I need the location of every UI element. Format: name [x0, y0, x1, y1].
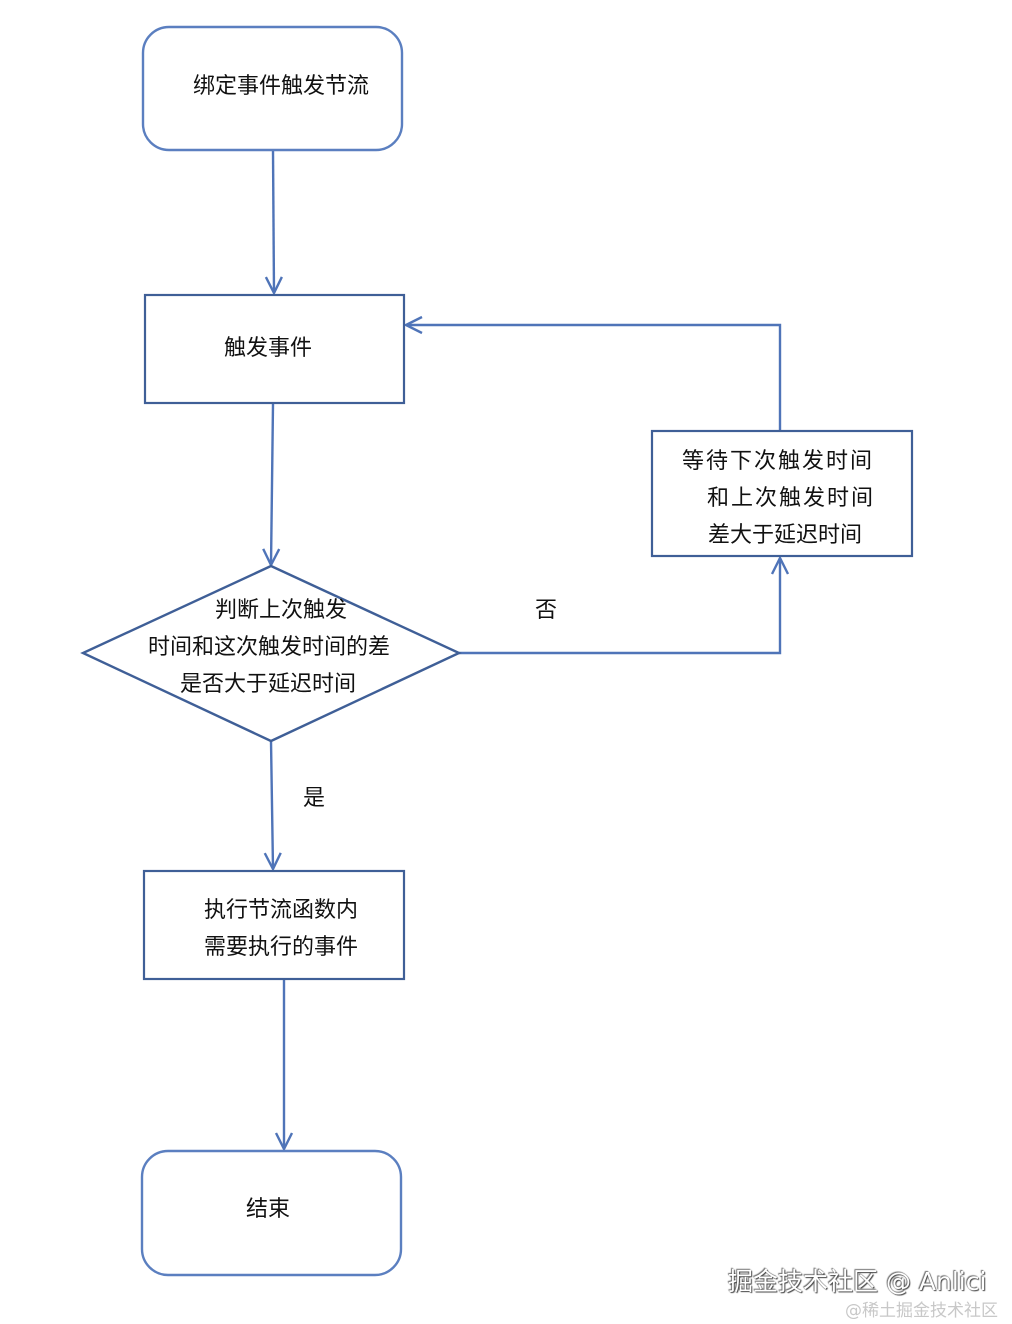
wait-label-line-2: 和上次触发时间 — [707, 486, 875, 511]
watermark-sub: @稀土掘金技术社区 — [845, 1301, 998, 1321]
edge-start-to-trigger — [273, 150, 274, 293]
wait-label-line-1: 等待下次触发时间 — [682, 449, 874, 474]
start-terminal-shape — [141, 25, 404, 152]
node-wait: 等待下次触发时间 和上次触发时间 差大于延迟时间 — [650, 429, 914, 558]
execute-label-line-2: 需要执行的事件 — [204, 935, 358, 960]
node-start: 绑定事件触发节流 — [141, 25, 404, 152]
edge-decision-to-wait — [459, 558, 780, 655]
node-end: 结束 — [140, 1149, 403, 1277]
edge-label-yes: 是 — [303, 786, 325, 811]
trigger-label: 触发事件 — [224, 336, 312, 361]
execute-process-shape — [142, 869, 406, 981]
wait-label-line-3: 差大于延迟时间 — [708, 523, 862, 548]
edge-wait-to-trigger — [406, 325, 782, 431]
edge-decision-to-execute — [271, 740, 273, 869]
decision-diamond-shape — [80, 564, 462, 743]
execute-label-line-1: 执行节流函数内 — [204, 898, 358, 923]
node-execute: 执行节流函数内 需要执行的事件 — [142, 869, 406, 981]
wait-process-shape — [650, 429, 914, 558]
start-label: 绑定事件触发节流 — [193, 74, 369, 99]
edge-label-no: 否 — [535, 598, 557, 623]
trigger-process-shape — [143, 293, 406, 405]
decision-label-line-3: 是否大于延迟时间 — [180, 672, 356, 697]
node-trigger: 触发事件 — [143, 293, 406, 405]
end-terminal-shape — [140, 1149, 403, 1277]
decision-label-line-2: 时间和这次触发时间的差 — [148, 635, 390, 660]
watermark-main: 掘金技术社区 @ Anlici — [728, 1267, 987, 1296]
edge-trigger-to-decision — [271, 403, 273, 565]
decision-label-line-1: 判断上次触发 — [215, 598, 347, 623]
edges — [271, 150, 782, 1149]
node-decision: 判断上次触发 时间和这次触发时间的差 是否大于延迟时间 — [80, 564, 462, 743]
end-label: 结束 — [246, 1197, 290, 1222]
